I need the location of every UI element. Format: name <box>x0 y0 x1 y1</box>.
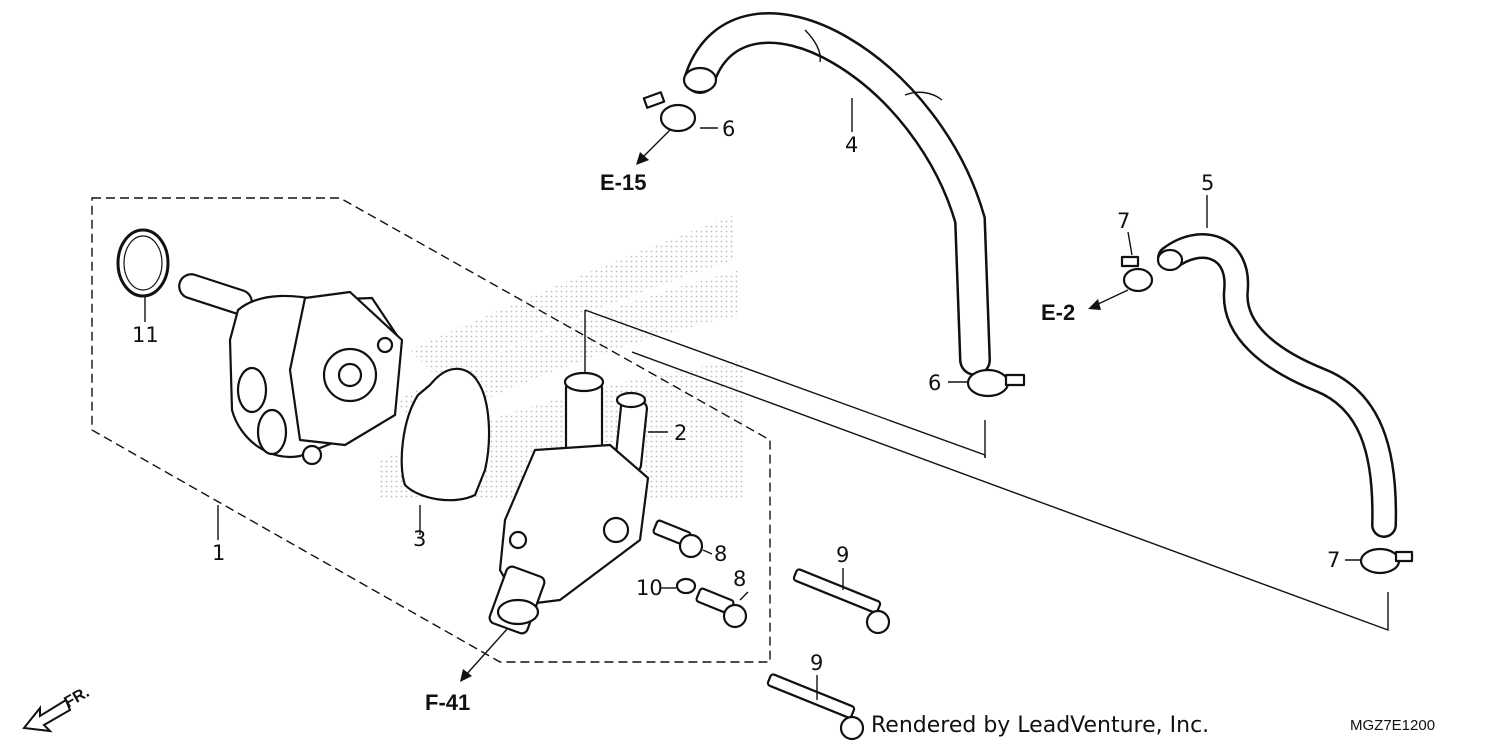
bolt-long-part <box>766 673 865 741</box>
callout-4: 4 <box>845 133 858 157</box>
front-arrow-icon <box>22 698 72 733</box>
bolt-long-part <box>792 568 891 635</box>
callout-2: 2 <box>674 421 687 445</box>
callout-9b: 9 <box>810 651 823 675</box>
hose-clamp-part <box>1120 255 1154 293</box>
pump-cover-part <box>488 371 650 635</box>
callout-7a: 7 <box>1117 209 1130 233</box>
washer-part <box>675 577 697 595</box>
reference-arrows <box>460 129 1129 682</box>
leader-lines <box>144 98 1362 700</box>
bolt-short-part <box>652 519 704 559</box>
reference-e2[interactable]: E-2 <box>1041 300 1075 325</box>
callout-6a: 6 <box>722 117 735 141</box>
bolt-short-part <box>695 587 748 629</box>
callout-7b: 7 <box>1327 548 1340 572</box>
callout-8b: 8 <box>733 567 746 591</box>
hose-small-part <box>1156 233 1398 538</box>
hose-clamp-part <box>1359 547 1414 575</box>
callout-1: 1 <box>212 541 225 565</box>
callout-9a: 9 <box>836 543 849 567</box>
o-ring-part <box>116 228 170 298</box>
callout-6b: 6 <box>928 371 941 395</box>
hose-clamp-part <box>642 91 697 133</box>
gasket-part <box>400 367 491 502</box>
water-pump-part <box>178 273 404 466</box>
callout-5: 5 <box>1201 171 1214 195</box>
callout-10: 10 <box>636 576 663 600</box>
callout-3: 3 <box>413 527 426 551</box>
callout-8a: 8 <box>714 542 727 566</box>
render-credit: Rendered by LeadVenture, Inc. <box>871 713 1209 738</box>
hose-large-part <box>682 12 991 376</box>
callout-11: 11 <box>132 323 159 347</box>
hose-clamp-part <box>966 368 1026 398</box>
reference-f41[interactable]: F-41 <box>425 690 470 715</box>
reference-e15[interactable]: E-15 <box>600 170 646 195</box>
diagram-code: MGZ7E1200 <box>1350 717 1435 734</box>
